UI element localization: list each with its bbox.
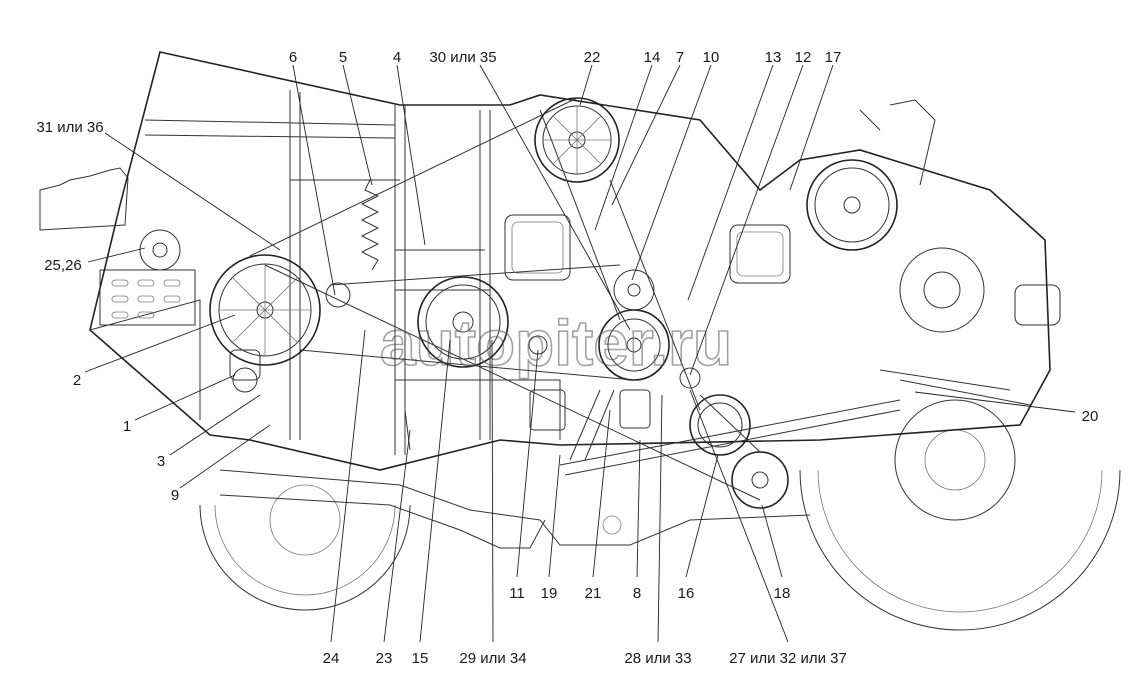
callout-22: 22 (584, 49, 601, 66)
callout-16: 16 (678, 585, 695, 602)
callout-30-35: 30 или 35 (429, 49, 496, 66)
callout-21: 21 (585, 585, 602, 602)
callout-23: 23 (376, 650, 393, 667)
callout-24: 24 (323, 650, 340, 667)
callout-13: 13 (765, 49, 782, 66)
left-wheel (199, 484, 411, 611)
callout-19: 19 (541, 585, 558, 602)
callout-7: 7 (676, 49, 684, 66)
callout-5: 5 (339, 49, 347, 66)
callout-labels: 6 5 4 30 или 35 22 14 7 10 13 12 17 31 и… (36, 49, 1098, 667)
callout-9: 9 (171, 487, 179, 504)
callout-18: 18 (774, 585, 791, 602)
callout-6: 6 (289, 49, 297, 66)
callout-10: 10 (703, 49, 720, 66)
callout-17: 17 (825, 49, 842, 66)
right-wheel (799, 399, 1121, 631)
pulley-2 (209, 254, 321, 366)
callout-31-36: 31 или 36 (36, 119, 103, 136)
callout-4: 4 (393, 49, 401, 66)
belt (249, 97, 761, 501)
callout-12: 12 (795, 49, 812, 66)
callout-15: 15 (412, 650, 429, 667)
callout-29-34: 29 или 34 (459, 650, 526, 667)
callout-25-26: 25,26 (44, 257, 82, 274)
body-outline (89, 51, 1051, 471)
callout-28-33: 28 или 33 (624, 650, 691, 667)
axle-beam (219, 469, 811, 546)
callout-11: 11 (509, 585, 525, 602)
window (504, 214, 571, 281)
window (729, 224, 791, 284)
leader-lines (84, 64, 1076, 643)
spring-5 (360, 179, 380, 271)
pulley-16 (689, 394, 751, 456)
pulley-17 (806, 159, 898, 251)
callout-1: 1 (123, 418, 131, 435)
watermark: autopiter.ru (380, 307, 732, 379)
callout-20: 20 (1082, 408, 1099, 425)
pulley-22 (534, 97, 620, 183)
callout-3: 3 (157, 453, 165, 470)
callout-8: 8 (633, 585, 641, 602)
callout-14: 14 (644, 49, 661, 66)
callout-27-32-37: 27 или 32 или 37 (729, 650, 847, 667)
pickup-teeth (39, 167, 129, 231)
pulley-25-26 (139, 229, 181, 271)
callout-2: 2 (73, 372, 81, 389)
